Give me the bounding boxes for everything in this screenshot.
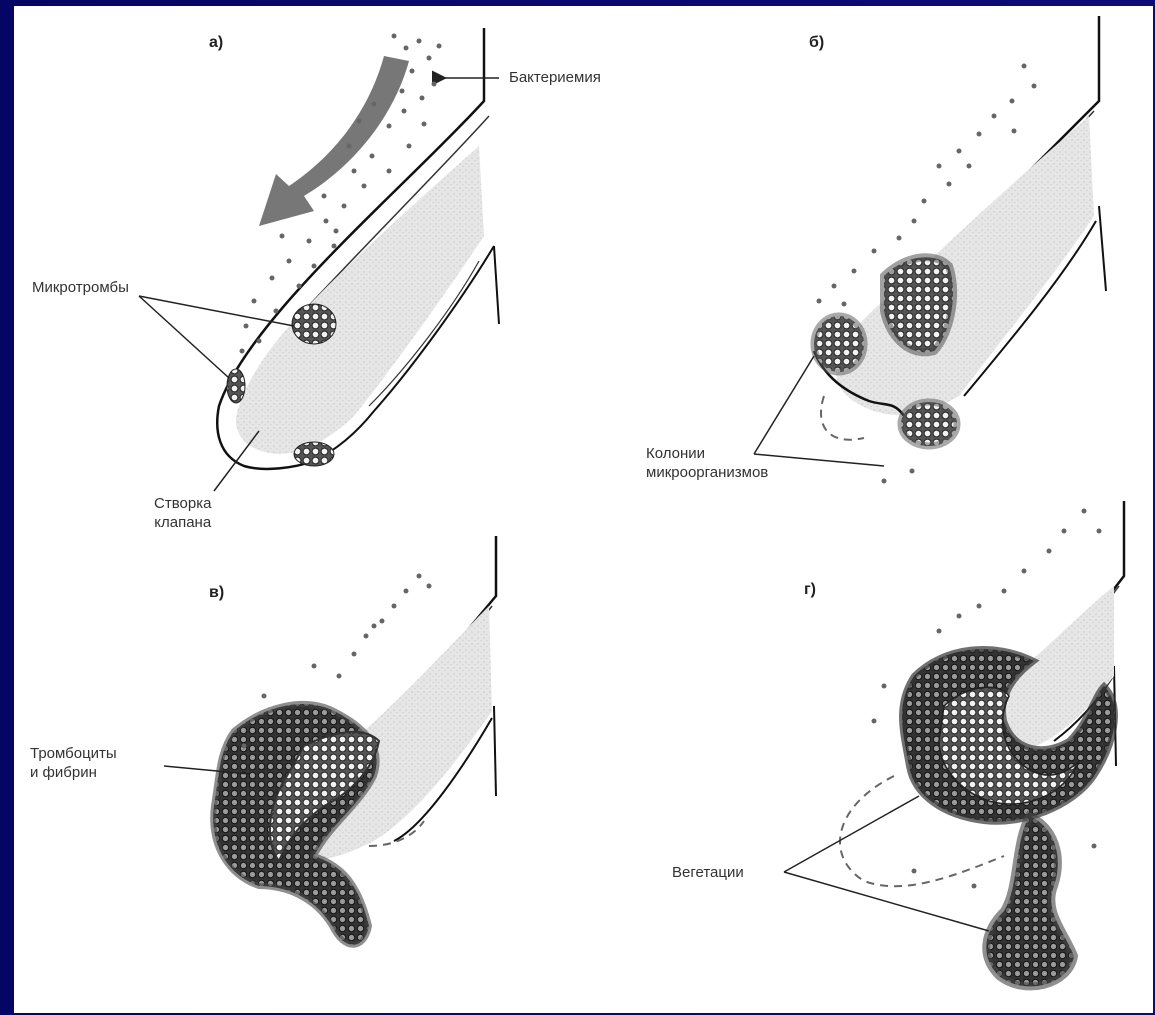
platelets-label-line1: Тромбоциты	[30, 744, 117, 763]
panel-g-vegetations-leader-2	[784, 872, 989, 931]
valve-leaflet-label: Створка клапана	[154, 494, 211, 532]
panel-a-letter: а)	[209, 34, 223, 52]
colonies-label-line2: микроорганизмов	[646, 463, 768, 482]
colonies-label: Колонии микроорганизмов	[646, 444, 768, 482]
bacteremia-label: Бактериемия	[509, 68, 601, 87]
platelets-label-line2: и фибрин	[30, 763, 117, 782]
diagram-canvas: а) б) в) г) Бактериемия Микротромбы Ство…	[14, 6, 1153, 1013]
valve-leaflet-label-line2: клапана	[154, 513, 211, 532]
panel-b-letter: б)	[809, 34, 824, 52]
panel-g-vegetations-leader-1	[784, 796, 919, 872]
panel-b-colonies-leader-2	[754, 454, 884, 466]
panel-b-colonies-leader-1	[754, 356, 814, 454]
panel-b-colony-1	[884, 257, 953, 352]
panel-g-vegetation-tail	[986, 816, 1074, 986]
vegetations-label: Вегетации	[672, 863, 744, 882]
colonies-label-line1: Колонии	[646, 444, 768, 463]
panel-a-microthrombi-leader-1	[139, 296, 294, 326]
panel-a-microthrombi-leader-2	[139, 296, 229, 378]
panel-a-microthrombus-3	[294, 442, 334, 466]
panel-a-drawing	[139, 28, 499, 491]
platelets-label: Тромбоциты и фибрин	[30, 744, 117, 782]
panel-b-drawing	[754, 16, 1106, 484]
microthrombi-label: Микротромбы	[32, 278, 129, 297]
panel-g-drawing	[784, 501, 1124, 986]
panel-b-colony-2	[814, 316, 864, 372]
panel-a-microthrombus-1	[292, 304, 336, 344]
panel-b-colony-3	[901, 402, 957, 446]
panel-v-letter: в)	[209, 584, 224, 602]
panel-a-microthrombus-2	[227, 369, 245, 403]
panel-g-letter: г)	[804, 581, 816, 599]
valve-leaflet-label-line1: Створка	[154, 494, 211, 513]
panel-b-leaflet	[836, 116, 1094, 415]
